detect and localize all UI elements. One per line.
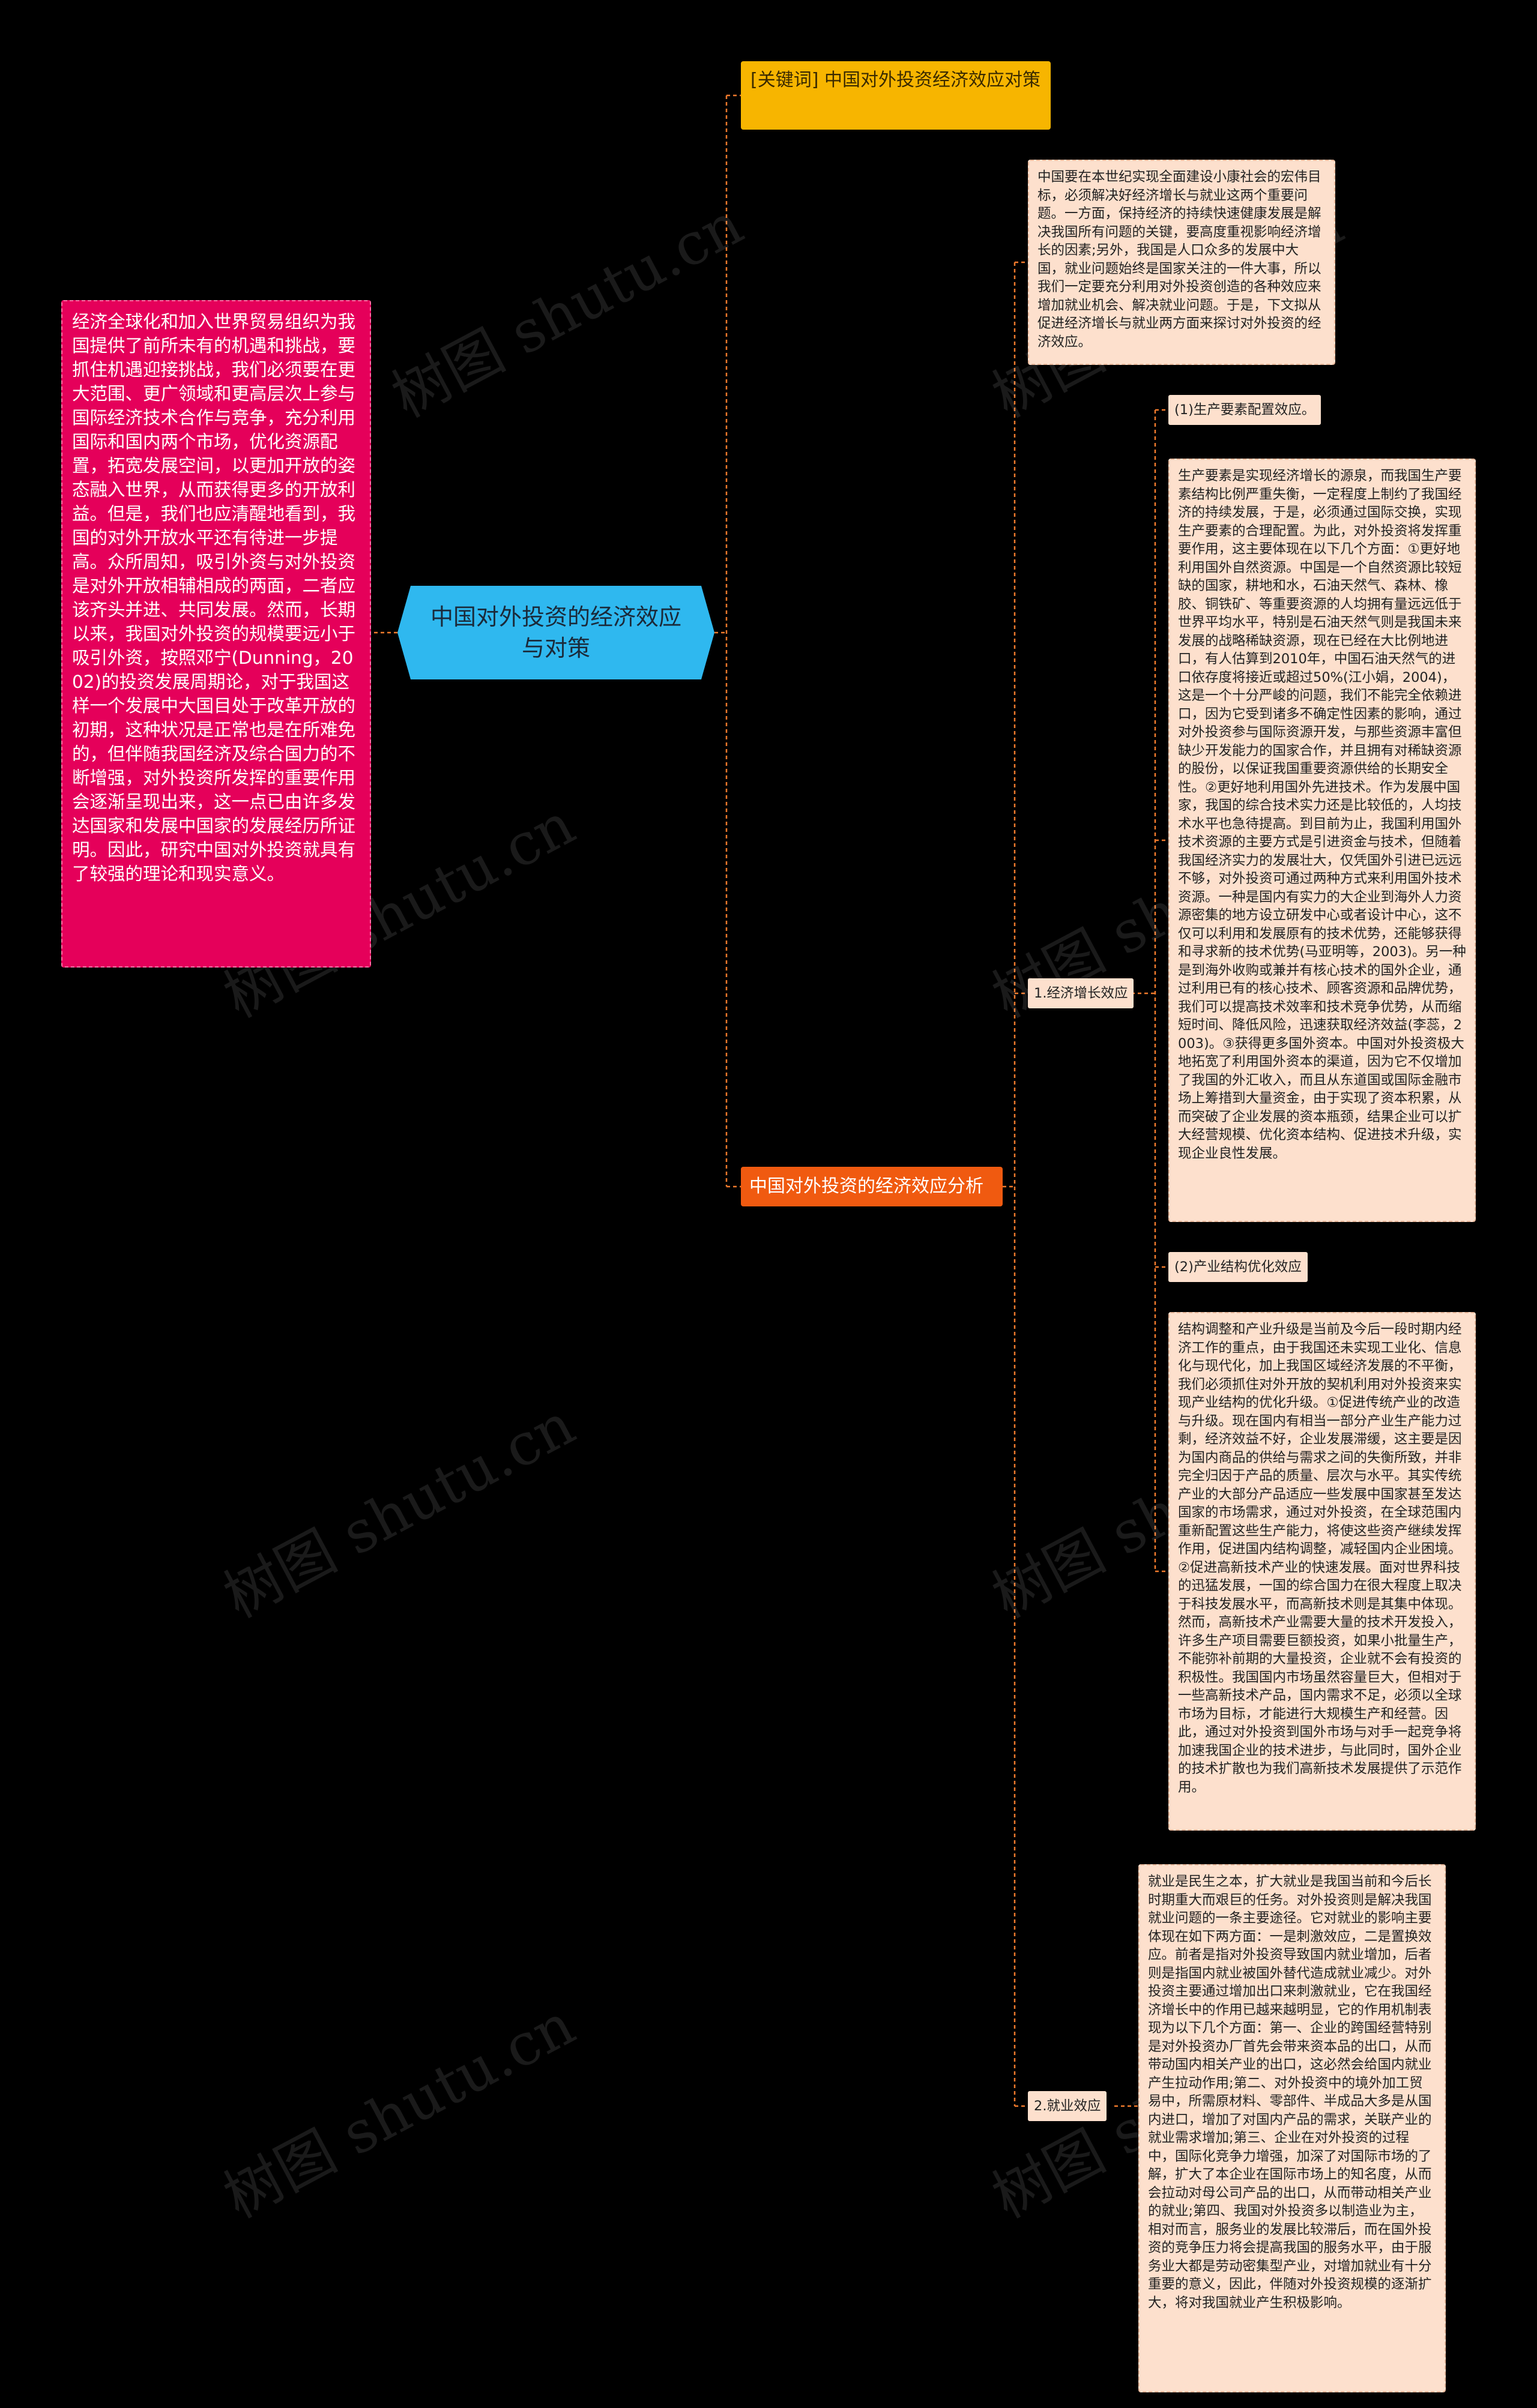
employment-text: 就业是民生之本，扩大就业是我国当前和今后长时期重大而艰巨的任务。对外投资则是解决… — [1148, 1874, 1432, 2311]
factor-allocation-label: (1)生产要素配置效应。 — [1174, 402, 1315, 418]
root-topic[interactable]: 中国对外投资的经济效应与对策 — [397, 586, 714, 679]
employment-paragraph-node[interactable]: 就业是民生之本，扩大就业是我国当前和今后长时期重大而艰巨的任务。对外投资则是解决… — [1138, 1864, 1446, 2392]
analysis-intro-paragraph-node[interactable]: 中国要在本世纪实现全面建设小康社会的宏伟目标，必须解决好经济增长与就业这两个重要… — [1028, 160, 1335, 365]
factor-allocation-node[interactable]: (1)生产要素配置效应。 — [1168, 395, 1321, 425]
industry-structure-label: (2)产业结构优化效应 — [1174, 1259, 1302, 1275]
employment-effect-label: 2.就业效应 — [1034, 2098, 1101, 2114]
factor-allocation-text: 生产要素是实现经济增长的源泉，而我国生产要素结构比例严重失衡，一定程度上制约了我… — [1178, 468, 1466, 1161]
employment-effect-node[interactable]: 2.就业效应 — [1028, 2091, 1107, 2121]
growth-effect-node[interactable]: 1.经济增长效应 — [1028, 978, 1134, 1008]
industry-structure-node[interactable]: (2)产业结构优化效应 — [1168, 1252, 1308, 1282]
intro-text: 经济全球化和加入世界贸易组织为我国提供了前所未有的机遇和挑战，要抓住机遇迎接挑战… — [72, 312, 356, 884]
industry-structure-paragraph-node[interactable]: 结构调整和产业升级是当前及今后一段时期内经济工作的重点，由于我国还未实现工业化、… — [1168, 1312, 1476, 1831]
industry-structure-text: 结构调整和产业升级是当前及今后一段时期内经济工作的重点，由于我国还未实现工业化、… — [1178, 1322, 1462, 1795]
analysis-intro-text: 中国要在本世纪实现全面建设小康社会的宏伟目标，必须解决好经济增长与就业这两个重要… — [1037, 169, 1321, 350]
intro-paragraph-node[interactable]: 经济全球化和加入世界贸易组织为我国提供了前所未有的机遇和挑战，要抓住机遇迎接挑战… — [61, 300, 371, 968]
keyword-node[interactable]: [关键词] 中国对外投资经济效应对策 — [741, 61, 1051, 130]
analysis-topic-node[interactable]: 中国对外投资的经济效应分析 — [741, 1167, 1003, 1206]
root-topic-title: 中国对外投资的经济效应与对策 — [430, 604, 681, 661]
analysis-title: 中国对外投资的经济效应分析 — [749, 1176, 983, 1197]
growth-effect-label: 1.经济增长效应 — [1034, 986, 1128, 1001]
factor-allocation-paragraph-node[interactable]: 生产要素是实现经济增长的源泉，而我国生产要素结构比例严重失衡，一定程度上制约了我… — [1168, 459, 1476, 1222]
keyword-text: [关键词] 中国对外投资经济效应对策 — [750, 70, 1040, 91]
